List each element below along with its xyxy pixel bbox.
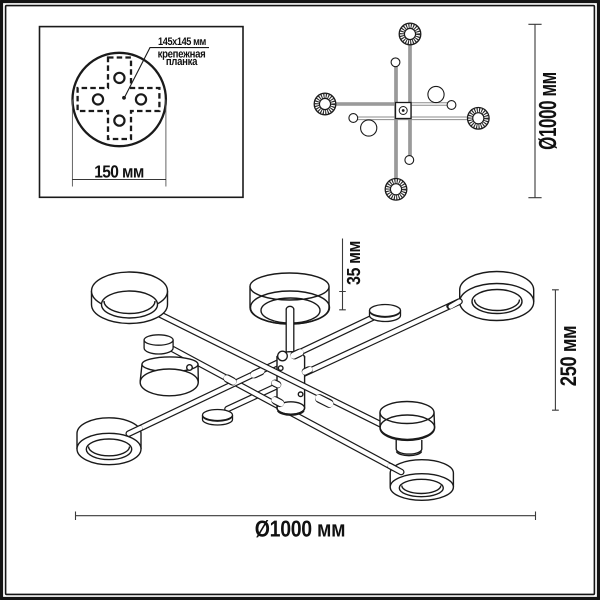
svg-text:35 мм: 35 мм [344, 241, 364, 285]
svg-text:крепежная: крепежная [158, 48, 206, 61]
svg-text:150 мм: 150 мм [94, 163, 144, 182]
svg-text:145x145 мм: 145x145 мм [158, 36, 207, 48]
svg-text:Ø1000 мм: Ø1000 мм [255, 516, 345, 542]
svg-text:планка: планка [166, 55, 198, 68]
svg-text:250 мм: 250 мм [555, 326, 581, 386]
svg-text:Ø1000 мм: Ø1000 мм [534, 72, 562, 150]
